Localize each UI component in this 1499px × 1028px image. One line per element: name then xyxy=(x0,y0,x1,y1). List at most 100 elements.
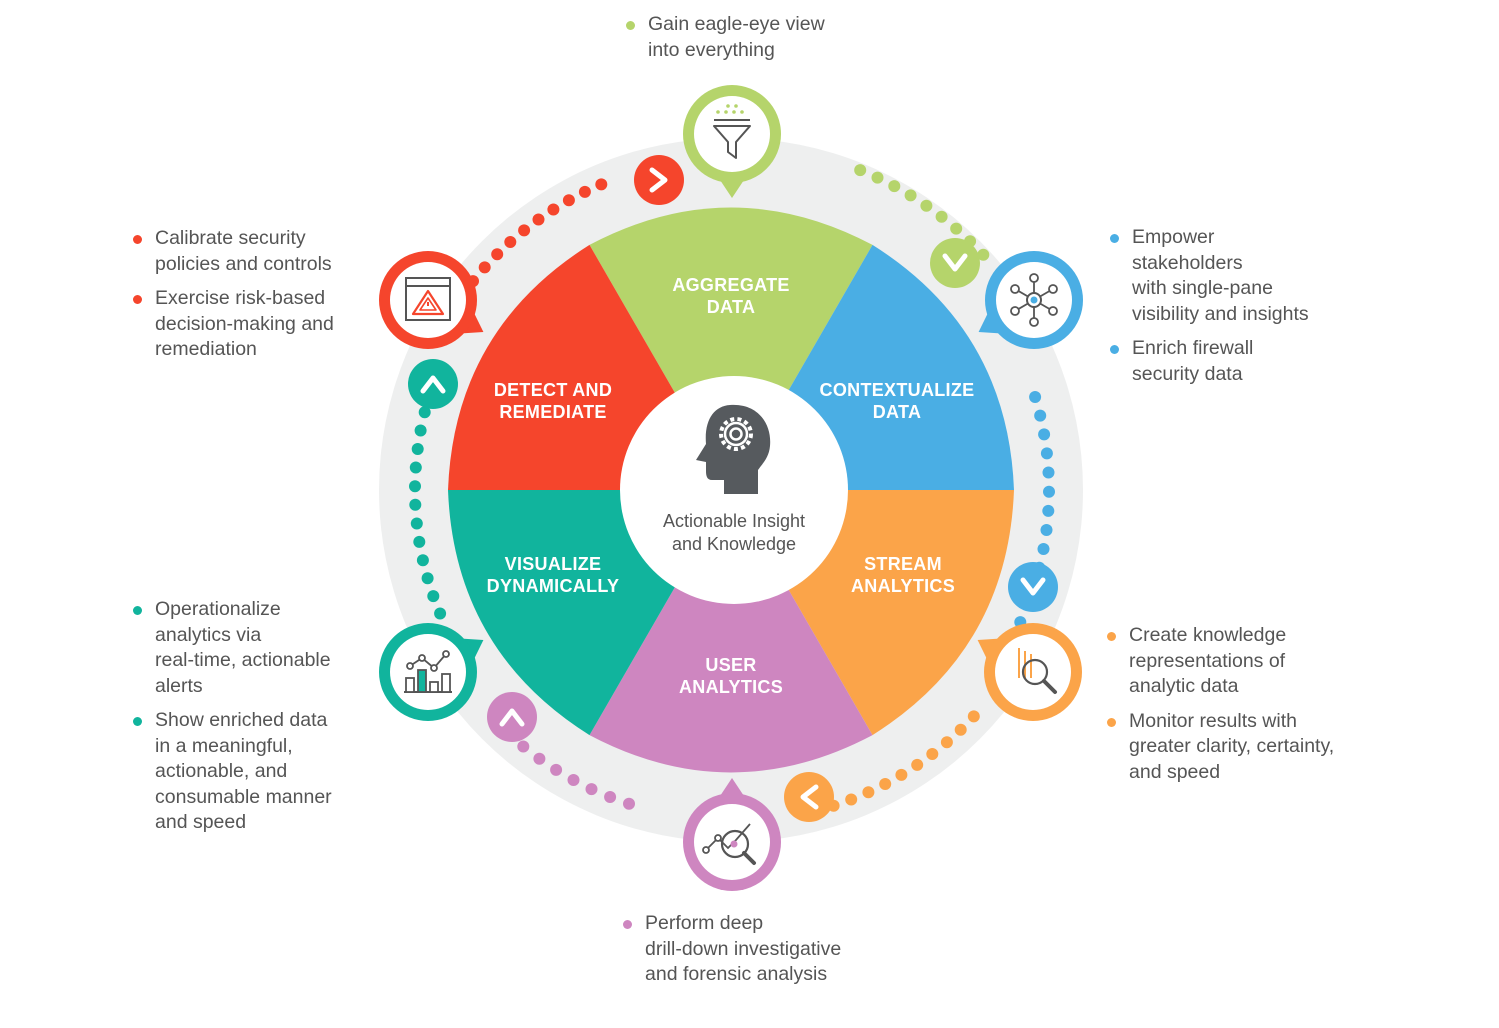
badge-detect xyxy=(379,251,484,349)
detect-note-item: Calibrate security policies and controls xyxy=(133,226,373,277)
connector-dot xyxy=(623,797,635,810)
connector-dot xyxy=(491,248,504,261)
aggregate-note-item: Gain eagle-eye view into everything xyxy=(626,12,876,63)
connector-dot xyxy=(585,783,598,796)
connector-dot xyxy=(950,222,963,235)
connector-dot xyxy=(414,424,427,437)
visualize-note-item: Operationalize analytics via real-time, … xyxy=(133,597,373,699)
aggregate-notes: Gain eagle-eye view into everything xyxy=(626,12,876,72)
connector-dot xyxy=(478,261,491,274)
segment-user xyxy=(589,490,873,773)
connector-dot xyxy=(904,189,917,202)
segment-aggregate xyxy=(589,207,873,490)
segment-label-user-line2: ANALYTICS xyxy=(679,677,783,697)
connector-dot xyxy=(888,180,901,193)
segment-label-contextualize-line2: DATA xyxy=(873,402,922,422)
connector-dot xyxy=(1038,428,1051,441)
connector-dot xyxy=(1040,447,1053,460)
magnifier-data-icon xyxy=(1018,648,1057,694)
connector-dot xyxy=(421,572,434,585)
bullet-dot-icon xyxy=(1110,234,1119,243)
connector-dot xyxy=(911,758,924,771)
contextualize-note-item: Enrich firewall security data xyxy=(1110,336,1370,387)
direction-arrow-icon xyxy=(487,692,537,742)
segment-label-detect-line1: DETECT AND xyxy=(494,380,612,400)
stream-note-item: Monitor results with greater clarity, ce… xyxy=(1107,709,1387,786)
direction-arrow-icon xyxy=(634,155,684,205)
contextualize-note-text: Enrich firewall security data xyxy=(1132,337,1254,385)
network-hub-icon xyxy=(1010,273,1058,327)
connector-dot xyxy=(920,199,933,212)
connector-dot xyxy=(434,607,447,620)
detect-note-text: Calibrate security policies and controls xyxy=(155,227,332,275)
segment-label-stream-line2: ANALYTICS xyxy=(851,576,955,596)
connector-dot xyxy=(1042,466,1055,479)
bullet-dot-icon xyxy=(623,920,632,929)
connector-dot xyxy=(409,461,422,474)
contextualize-note-item: Empower stakeholders with single-pane vi… xyxy=(1110,225,1370,327)
connector-dot xyxy=(977,248,990,261)
connector-dot xyxy=(940,736,953,749)
connector-dot xyxy=(550,763,563,776)
connector-dot xyxy=(427,590,440,603)
bullet-dot-icon xyxy=(133,295,142,304)
contextualize-notes: Empower stakeholders with single-pane vi… xyxy=(1110,225,1370,396)
connector-dot xyxy=(547,203,560,216)
direction-arrow-icon xyxy=(784,772,834,822)
user-note-text: Perform deep drill-down investigative an… xyxy=(645,912,842,985)
stream-note-text: Create knowledge representations of anal… xyxy=(1129,624,1287,697)
connector-dot xyxy=(413,535,426,548)
connector-dot xyxy=(409,480,421,493)
connector-dot xyxy=(517,740,530,753)
segment-label-visualize-line2: DYNAMICALLY xyxy=(487,576,620,596)
bullet-dot-icon xyxy=(626,21,635,30)
visualize-note-text: Operationalize analytics via real-time, … xyxy=(155,598,331,697)
detect-notes: Calibrate security policies and controls… xyxy=(133,226,373,372)
connector-dot xyxy=(533,752,546,765)
badge-user xyxy=(683,778,781,891)
segment-label-detect-line2: REMEDIATE xyxy=(499,402,606,422)
connector-dot xyxy=(604,791,617,803)
connector-dot xyxy=(595,178,608,191)
badge-stream xyxy=(977,623,1082,721)
badge-contextualize xyxy=(978,251,1083,349)
visualize-note-text: Show enriched data in a meaningful, acti… xyxy=(155,709,332,833)
connector-dot xyxy=(871,171,884,184)
user-notes: Perform deep drill-down investigative an… xyxy=(623,911,903,997)
funnel-icon xyxy=(713,104,751,159)
stream-note-item: Create knowledge representations of anal… xyxy=(1107,623,1387,700)
user-note-item: Perform deep drill-down investigative an… xyxy=(623,911,903,988)
detect-note-text: Exercise risk-based decision-making and … xyxy=(155,287,334,360)
connector-dot xyxy=(862,786,875,799)
visualize-note-item: Show enriched data in a meaningful, acti… xyxy=(133,708,373,836)
connector-dot xyxy=(532,213,545,226)
connector-dot xyxy=(879,778,892,790)
direction-arrow-icon xyxy=(1008,562,1058,612)
badge-aggregate xyxy=(683,85,781,198)
connector-dot xyxy=(410,517,423,530)
connector-dot xyxy=(935,210,948,223)
connector-dot xyxy=(409,498,422,511)
connector-dot xyxy=(967,710,980,723)
connector-dot xyxy=(578,185,591,198)
segment-label-stream-line1: STREAM xyxy=(864,554,942,574)
connector-dot xyxy=(1034,409,1047,422)
center-title-line1: Actionable Insight xyxy=(663,511,805,531)
connector-dot xyxy=(895,768,908,781)
bullet-dot-icon xyxy=(133,235,142,244)
segment-label-aggregate-line1: AGGREGATE xyxy=(672,275,789,295)
visualize-notes: Operationalize analytics via real-time, … xyxy=(133,597,373,845)
badge-visualize xyxy=(379,623,484,721)
direction-arrow-icon xyxy=(930,238,980,288)
bullet-dot-icon xyxy=(1107,717,1116,727)
connector-dot xyxy=(854,164,867,177)
head-gear-icon xyxy=(696,404,771,494)
aggregate-note-text: Gain eagle-eye view into everything xyxy=(648,13,825,61)
connector-dot xyxy=(954,723,967,736)
center-title-line2: and Knowledge xyxy=(672,534,796,554)
connector-dot xyxy=(1029,391,1042,403)
segment-label-user-line1: USER xyxy=(705,655,756,675)
connector-dot xyxy=(1037,543,1050,555)
connector-dot xyxy=(562,194,575,207)
